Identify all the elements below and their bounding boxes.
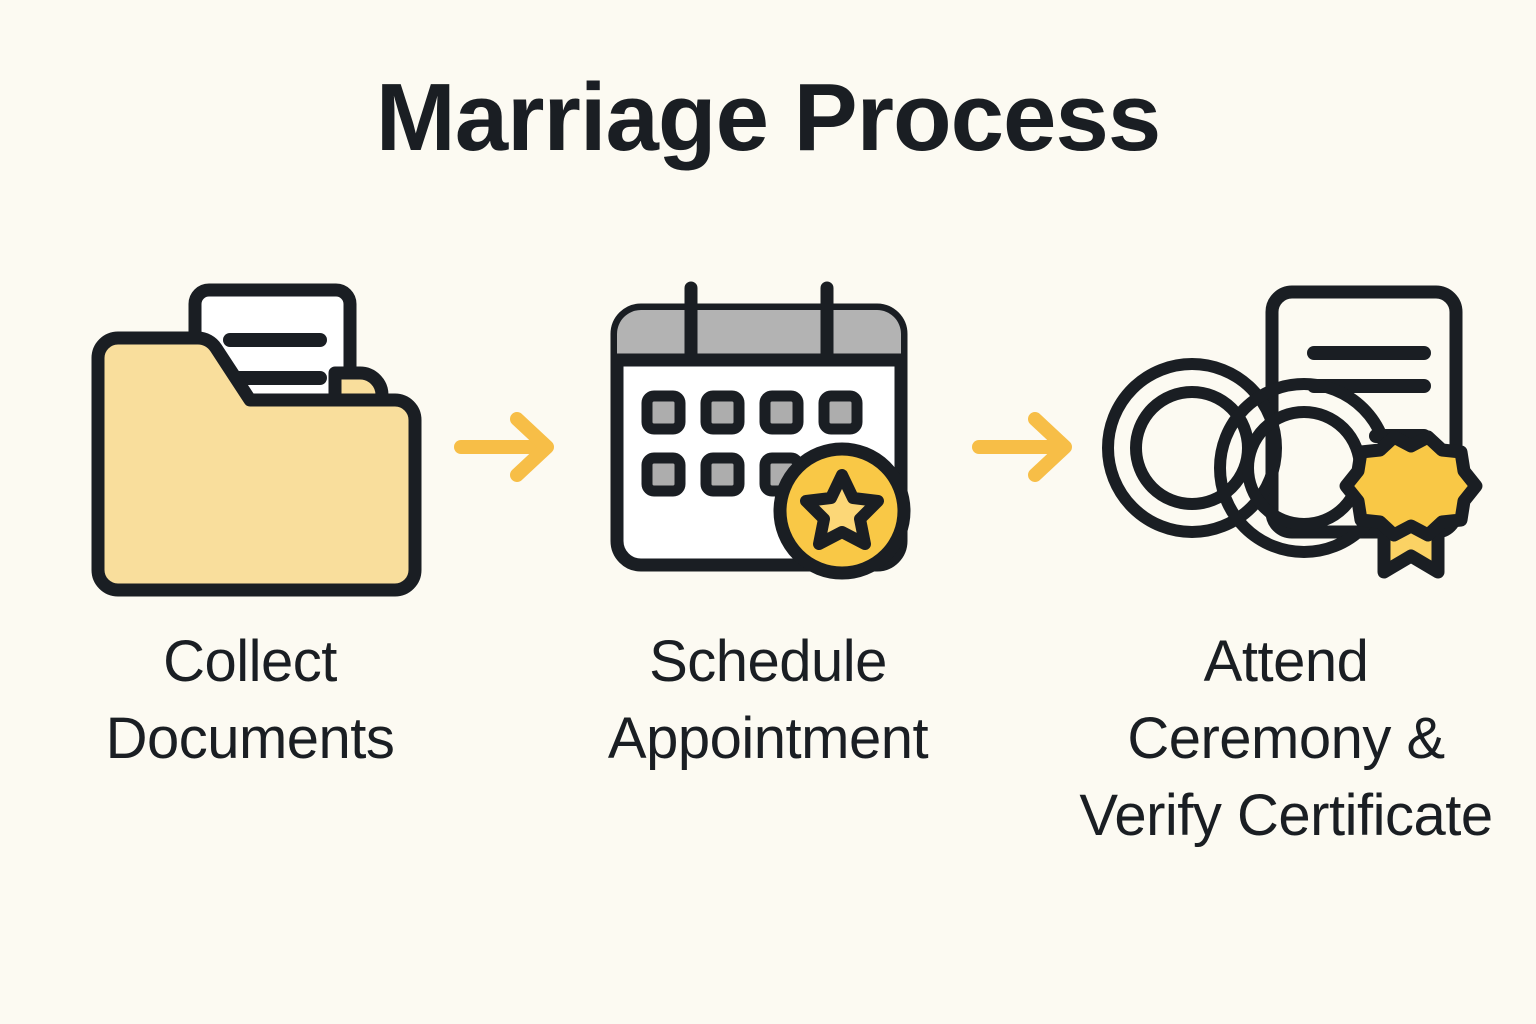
page-title: Marriage Process: [375, 64, 1161, 171]
step-collect-documents: Collect Documents: [55, 270, 445, 777]
process-steps-row: Collect Documents: [0, 270, 1536, 910]
arrow-head: [1028, 411, 1072, 482]
wedding-rings-with-certificate-icon: [1102, 285, 1483, 578]
wax-seal-rosette: [1339, 430, 1483, 541]
calendar-day-cell: [700, 452, 745, 496]
step-schedule-appointment: Schedule Appointment: [573, 270, 963, 777]
arrow-head: [510, 411, 554, 482]
arrow-right-icon: [972, 411, 1072, 482]
calendar-day-cell: [700, 390, 745, 434]
star-icon: [800, 468, 884, 550]
step-2-label: Schedule Appointment: [607, 629, 929, 772]
step-attend-ceremony: Attend Ceremony & Verify Certificate: [1079, 270, 1493, 854]
connector-arrow-1: [445, 270, 573, 615]
step-3-label: Attend Ceremony & Verify Certificate: [1079, 629, 1493, 849]
calendar-day-cell: [759, 390, 804, 434]
folder-body: [91, 331, 422, 596]
folder-with-document-icon: [91, 283, 422, 596]
arrow-right-icon: [454, 411, 554, 482]
step-2-artwork: [573, 270, 963, 615]
step-3-artwork: [1091, 270, 1483, 615]
connector-arrow-2: [963, 270, 1091, 615]
calendar-day-cell: [641, 452, 686, 496]
ring-left-outer: [1102, 357, 1282, 538]
calendar-day-cell: [818, 390, 863, 434]
calendar-header-band: [617, 309, 901, 360]
calendar-with-star-badge-icon: [610, 281, 911, 579]
calendar-day-cell: [641, 390, 686, 434]
step-1-artwork: [55, 270, 445, 615]
step-1-label: Collect Documents: [105, 629, 395, 772]
